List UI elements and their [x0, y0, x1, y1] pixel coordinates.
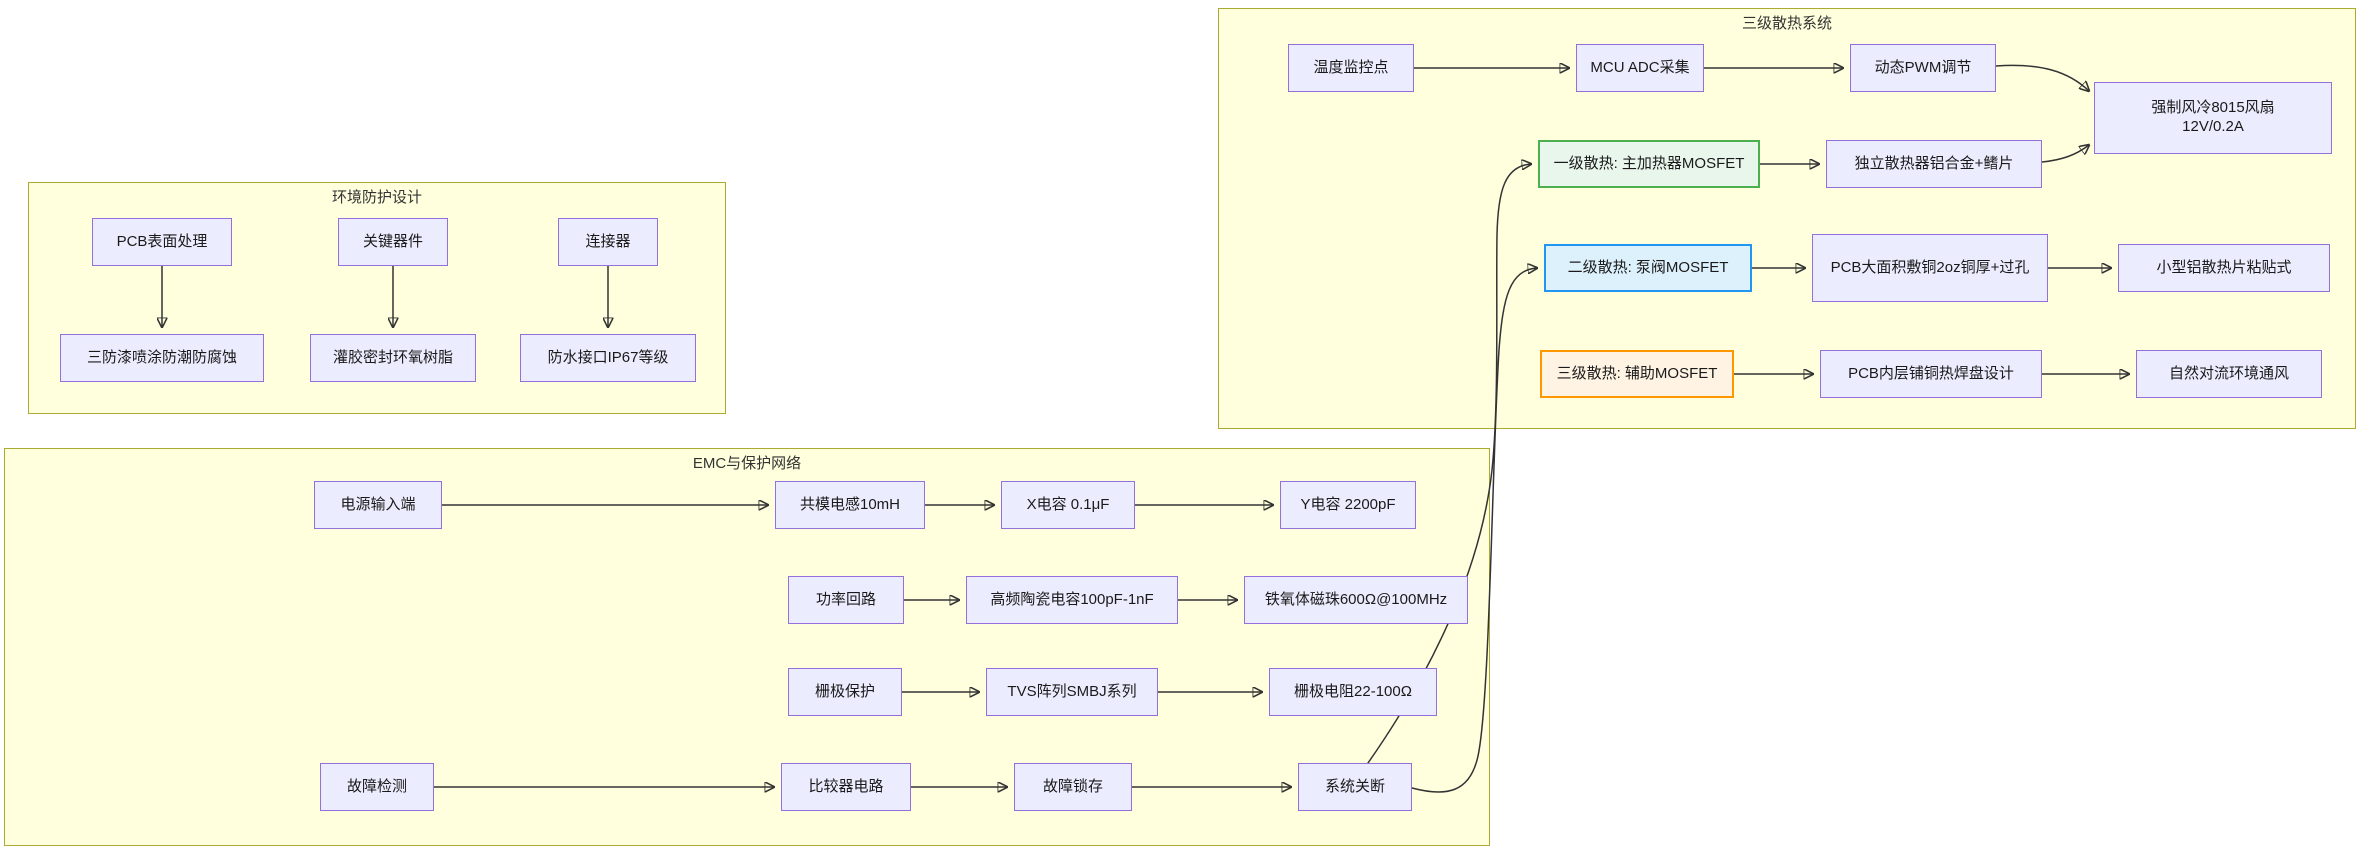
node-level1-cooling: 一级散热: 主加热器MOSFET	[1538, 140, 1760, 188]
node-epoxy-potting: 灌胶密封环氧树脂	[310, 334, 476, 382]
node-ip67-waterproof: 防水接口IP67等级	[520, 334, 696, 382]
node-temp-monitor: 温度监控点	[1288, 44, 1414, 92]
node-pwm-control: 动态PWM调节	[1850, 44, 1996, 92]
cluster-emc: EMC与保护网络	[4, 448, 1490, 846]
node-ceramic-capacitor: 高频陶瓷电容100pF-1nF	[966, 576, 1178, 624]
cluster-env-title: 环境防护设计	[331, 189, 422, 206]
node-mcu-adc: MCU ADC采集	[1576, 44, 1704, 92]
node-fault-latch: 故障锁存	[1014, 763, 1132, 811]
node-y-capacitor: Y电容 2200pF	[1280, 481, 1416, 529]
node-system-shutdown: 系统关断	[1298, 763, 1412, 811]
node-gate-resistor: 栅极电阻22-100Ω	[1269, 668, 1437, 716]
node-power-input: 电源输入端	[314, 481, 442, 529]
cluster-emc-title: EMC与保护网络	[692, 455, 802, 472]
node-level3-cooling: 三级散热: 辅助MOSFET	[1540, 350, 1734, 398]
node-x-capacitor: X电容 0.1μF	[1001, 481, 1135, 529]
node-power-loop: 功率回路	[788, 576, 904, 624]
node-connector: 连接器	[558, 218, 658, 266]
node-fault-detection: 故障检测	[320, 763, 434, 811]
node-natural-convection: 自然对流环境通风	[2136, 350, 2322, 398]
node-common-mode-choke: 共模电感10mH	[775, 481, 925, 529]
node-conformal-coating: 三防漆喷涂防潮防腐蚀	[60, 334, 264, 382]
node-pcb-copper-pour: PCB大面积敷铜2oz铜厚+过孔	[1812, 234, 2048, 302]
node-pcb-surface: PCB表面处理	[92, 218, 232, 266]
node-key-components: 关键器件	[338, 218, 448, 266]
node-small-heatsink: 小型铝散热片粘贴式	[2118, 244, 2330, 292]
node-thermal-pad: PCB内层铺铜热焊盘设计	[1820, 350, 2042, 398]
node-level2-cooling: 二级散热: 泵阀MOSFET	[1544, 244, 1752, 292]
node-forced-air-fan: 强制风冷8015风扇 12V/0.2A	[2094, 82, 2332, 154]
node-ferrite-bead: 铁氧体磁珠600Ω@100MHz	[1244, 576, 1468, 624]
node-comparator: 比较器电路	[781, 763, 911, 811]
node-heatsink-fins: 独立散热器铝合金+鳍片	[1826, 140, 2042, 188]
node-tvs-array: TVS阵列SMBJ系列	[986, 668, 1158, 716]
node-gate-protection: 栅极保护	[788, 668, 902, 716]
cluster-cooling-title: 三级散热系统	[1741, 15, 1832, 32]
